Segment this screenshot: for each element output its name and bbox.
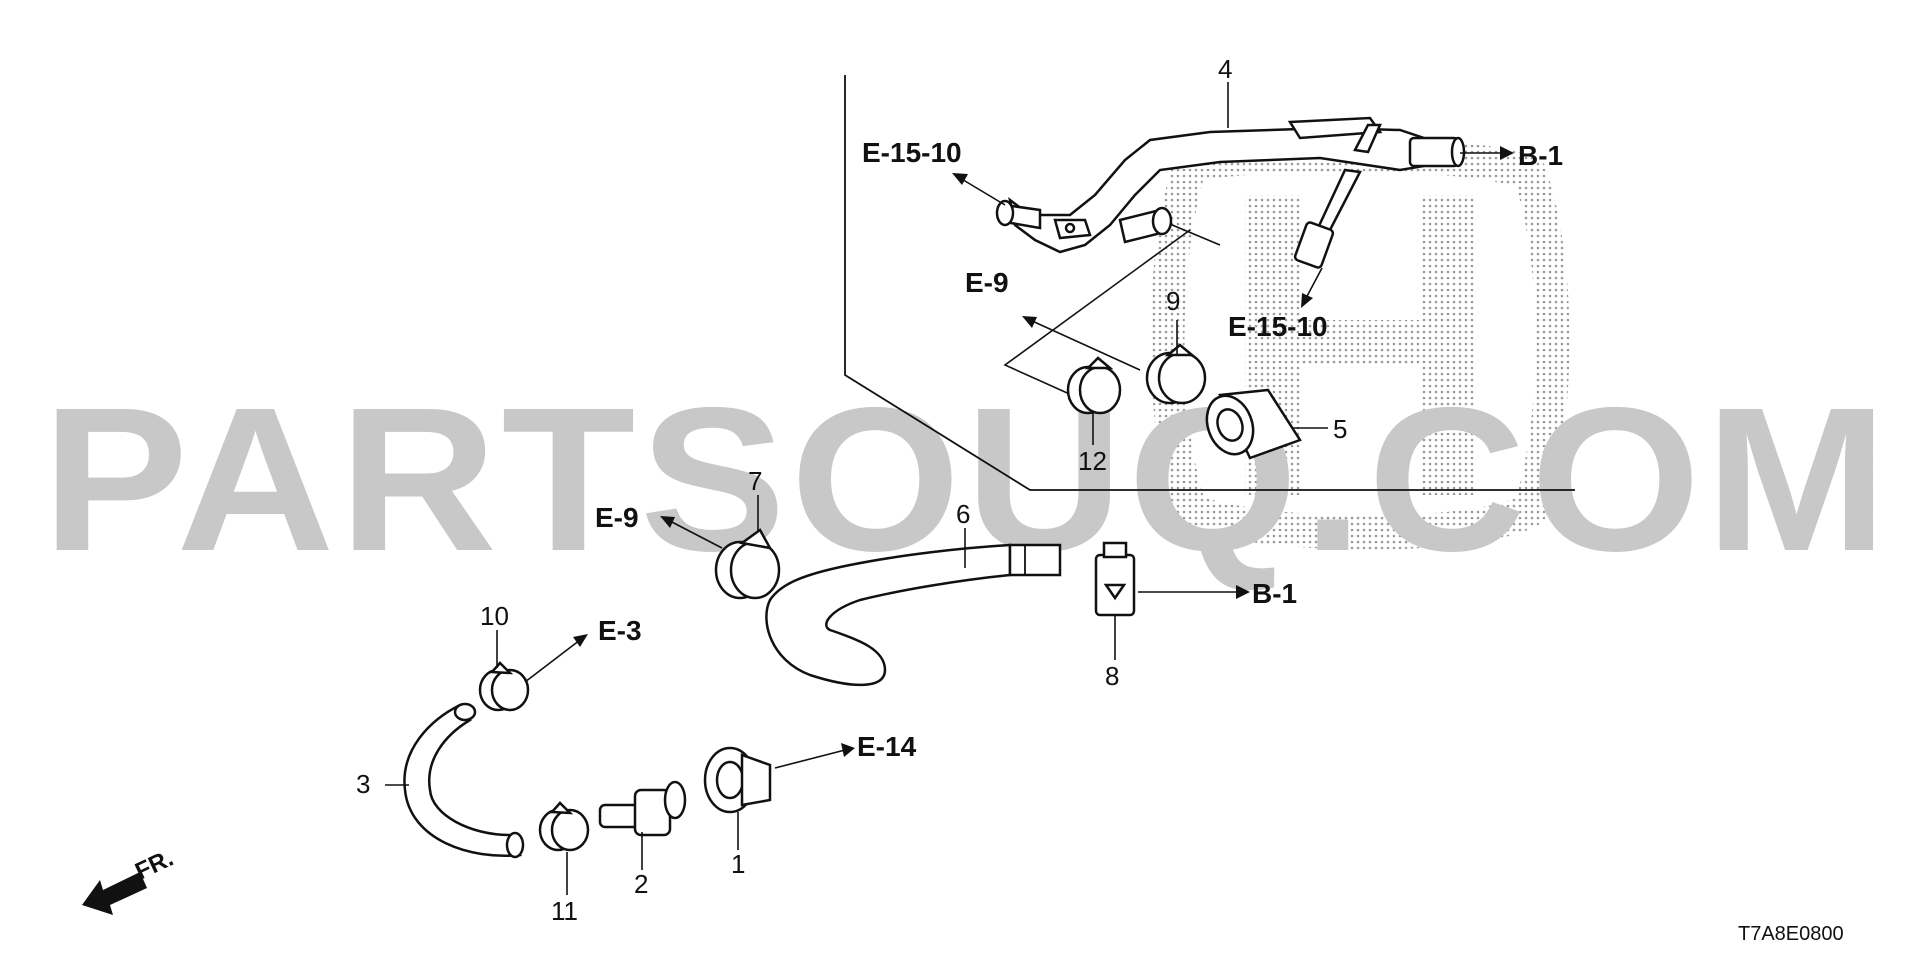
ref-b1-top: B-1: [1518, 140, 1563, 171]
ref-e14: E-14: [857, 731, 917, 762]
callout-4: 4: [1218, 54, 1232, 84]
part-5-hose: [1205, 388, 1302, 460]
part-8-connector: [1094, 541, 1136, 617]
callout-1: 1: [731, 849, 745, 879]
callout-11: 11: [551, 896, 578, 926]
ref-e15-10-right: E-15-10: [1228, 311, 1328, 342]
ref-e15-10-left: E-15-10: [862, 137, 962, 168]
ref-e9-upper: E-9: [965, 267, 1009, 298]
ref-e3: E-3: [598, 615, 642, 646]
part-2-pcv-valve: [598, 780, 687, 837]
part-1-grommet: [703, 746, 772, 814]
leader-lines: [385, 82, 1328, 895]
callout-9: 9: [1166, 286, 1180, 316]
part-3-hose: [403, 702, 525, 859]
reference-arrows: [524, 146, 1514, 769]
part-12-clamp: [1066, 356, 1122, 415]
part-4-pipe-assembly: [995, 116, 1466, 269]
part-11-clamp: [538, 801, 590, 852]
callout-8: 8: [1105, 661, 1119, 691]
part-10-clamp: [478, 661, 530, 712]
callout-10: 10: [480, 601, 509, 631]
callout-3: 3: [356, 769, 370, 799]
callout-12: 12: [1078, 446, 1107, 476]
callout-2: 2: [634, 869, 648, 899]
part-6-bent-hose: [765, 543, 1062, 687]
part-7-clamp: [714, 528, 781, 600]
part-9-clamp: [1145, 343, 1207, 405]
ref-b1-mid: B-1: [1252, 578, 1297, 609]
ref-e9-lower: E-9: [595, 502, 639, 533]
callout-7: 7: [748, 466, 762, 496]
front-direction-arrow-icon: [82, 872, 147, 915]
diagram-code: T7A8E0800: [1738, 923, 1844, 945]
callout-5: 5: [1333, 414, 1347, 444]
callout-6: 6: [956, 499, 970, 529]
